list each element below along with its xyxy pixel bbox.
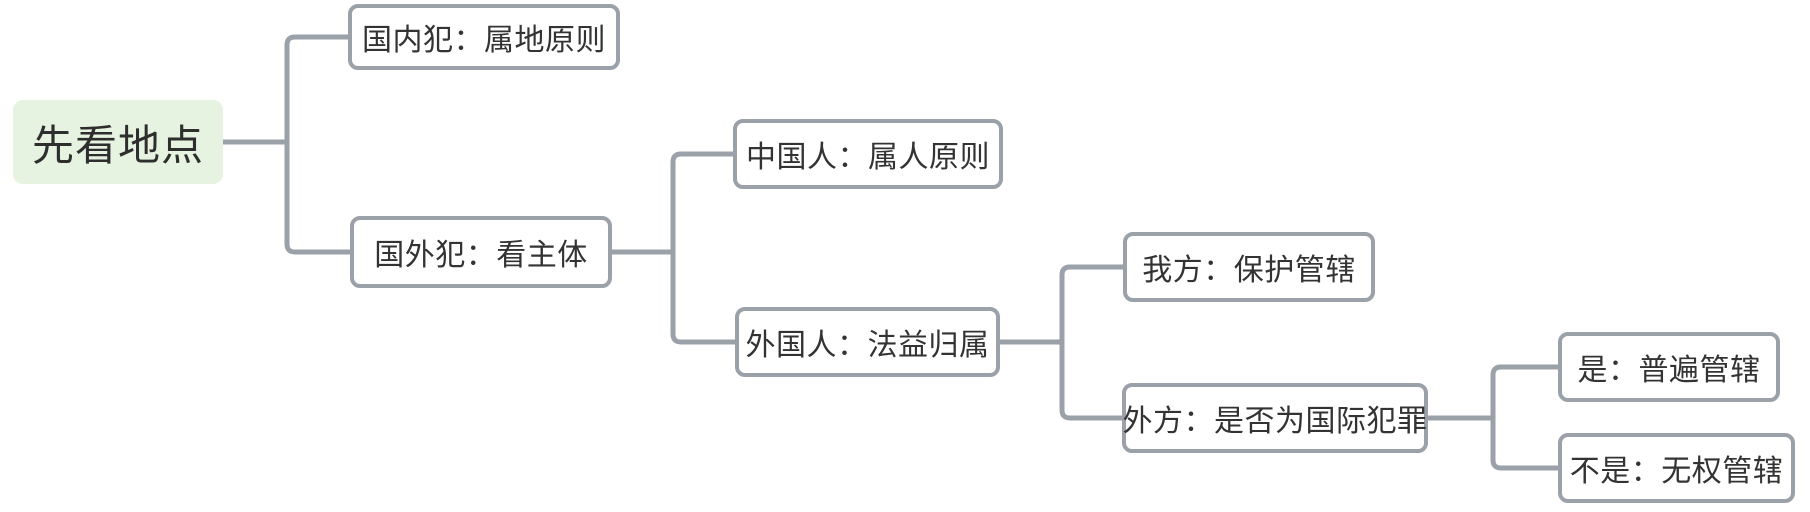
node-our-side[interactable]: 我方：保护管辖 [1123,232,1375,302]
node-root[interactable]: 先看地点 [13,100,223,184]
connector-foreign-offense-bracket [670,151,735,345]
node-yes-universal[interactable]: 是：普遍管辖 [1558,332,1780,402]
node-foreign-side[interactable]: 外方：是否为国际犯罪 [1122,383,1428,453]
connector-foreigner-bracket [1059,264,1123,421]
connector-root-bracket [284,34,350,255]
node-domestic-offense[interactable]: 国内犯：属地原则 [348,4,620,70]
node-chinese-national[interactable]: 中国人：属人原则 [733,119,1003,189]
node-no-jurisdiction[interactable]: 不是：无权管辖 [1558,433,1795,503]
node-foreigner[interactable]: 外国人：法益归属 [735,307,1000,377]
node-foreign-offense[interactable]: 国外犯：看主体 [350,216,612,288]
connector-foreign-side-bracket [1490,364,1558,471]
